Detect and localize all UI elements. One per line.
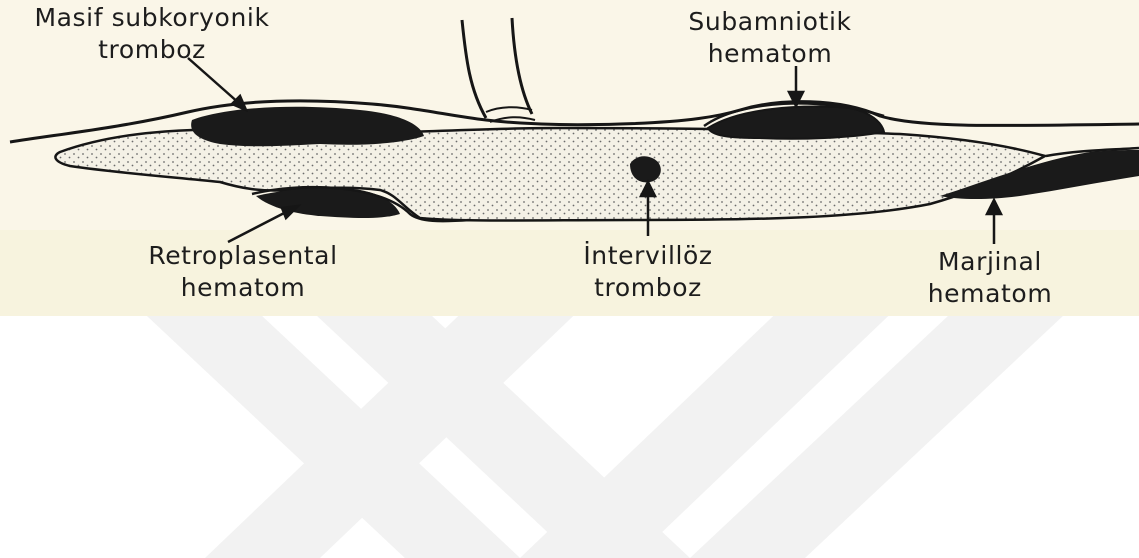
label-line: İntervillöz [548, 240, 748, 272]
label-line: Retroplasental [102, 240, 384, 272]
label-line: Subamniotik [660, 6, 880, 38]
label-marginal-hematoma: Marjinal hematom [910, 246, 1070, 310]
label-line: Marjinal [910, 246, 1070, 278]
watermark-chevrons [130, 300, 1080, 558]
label-subamniotic-hematoma: Subamniotik hematom [660, 6, 880, 70]
label-massive-subchorionic-thrombus: Masif subkoryonik tromboz [22, 2, 282, 66]
label-line: hematom [102, 272, 384, 304]
label-retroplacental-hematoma: Retroplasental hematom [102, 240, 384, 304]
label-line: hematom [910, 278, 1070, 310]
label-line: tromboz [548, 272, 748, 304]
label-line: hematom [660, 38, 880, 70]
label-intervillous-thrombus: İntervillöz tromboz [548, 240, 748, 304]
label-line: tromboz [22, 34, 282, 66]
label-line: Masif subkoryonik [22, 2, 282, 34]
